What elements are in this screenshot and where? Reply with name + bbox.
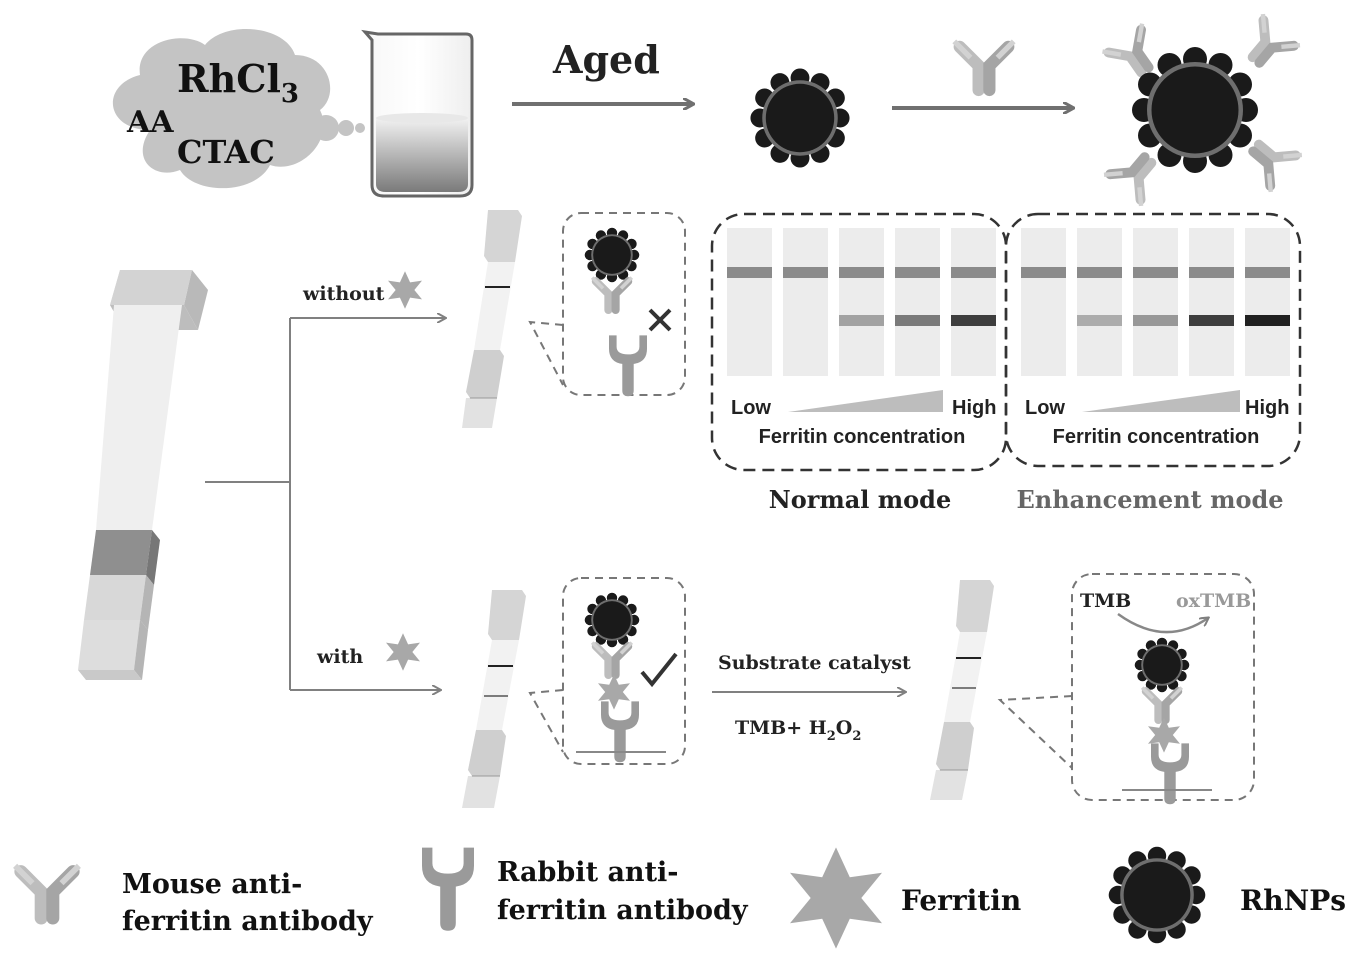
test-line bbox=[895, 315, 940, 326]
tmb-label: TMB bbox=[1080, 590, 1131, 612]
callout-catalysis: TMB oxTMB bbox=[997, 573, 1255, 805]
legend-rabbit-line1: Rabbit anti- bbox=[497, 857, 679, 888]
reagent-ctac: CTAC bbox=[177, 133, 275, 171]
concentration-wedge bbox=[1082, 390, 1240, 412]
result-strip bbox=[1189, 228, 1234, 376]
control-line bbox=[1133, 267, 1178, 278]
result-strip bbox=[1133, 228, 1178, 376]
legend-mouse-line1: Mouse anti- bbox=[122, 869, 302, 900]
oxtmb-label: oxTMB bbox=[1176, 590, 1251, 612]
result-strip bbox=[1021, 228, 1066, 376]
mouse-antibody-icon bbox=[15, 866, 79, 918]
ferritin-legend-icon bbox=[790, 847, 882, 949]
result-strip bbox=[1245, 228, 1290, 376]
result-strip bbox=[951, 228, 996, 376]
branch-connector bbox=[205, 318, 445, 690]
legend-rhnps: RhNPs bbox=[1240, 884, 1346, 917]
antibody-conjugated-rhnp bbox=[1102, 14, 1301, 206]
lateral-flow-strip-main bbox=[78, 270, 208, 680]
aged-label: Aged bbox=[552, 37, 660, 82]
cross-icon bbox=[648, 308, 672, 332]
strip-with-ferritin bbox=[462, 590, 526, 808]
rhnp-particle bbox=[750, 68, 850, 168]
test-line bbox=[1189, 315, 1234, 326]
beaker bbox=[361, 29, 474, 198]
strip-after-catalysis bbox=[930, 580, 994, 800]
legend-ferritin: Ferritin bbox=[901, 884, 1021, 917]
normal-low-label: Low bbox=[731, 397, 771, 419]
tmb-h2o2-label: TMB+ H2O2 bbox=[735, 717, 861, 744]
normal-concentration-label: Ferritin concentration bbox=[759, 426, 966, 448]
result-strip bbox=[895, 228, 940, 376]
normal-mode-title: Normal mode bbox=[769, 485, 951, 514]
enhancement-mode-strips bbox=[1021, 228, 1290, 376]
substrate-catalyst-label: Substrate catalyst bbox=[718, 652, 911, 674]
enhancement-mode-title: Enhancement mode bbox=[1016, 485, 1283, 514]
reagent-aa: AA bbox=[126, 105, 174, 140]
strip-without-ferritin bbox=[462, 210, 522, 428]
result-strip bbox=[783, 228, 828, 376]
control-line bbox=[895, 267, 940, 278]
legend-mouse-line2: ferritin antibody bbox=[122, 906, 374, 937]
result-strip bbox=[1077, 228, 1122, 376]
normal-mode-strips bbox=[727, 228, 996, 376]
reagent-rhcl: RhCl3 bbox=[177, 56, 299, 109]
enhancement-low-label: Low bbox=[1025, 397, 1065, 419]
rabbit-antibody-icon bbox=[422, 847, 474, 931]
legend: Mouse anti- ferritin antibody Rabbit ant… bbox=[15, 846, 1346, 949]
results-panel-normal: Low High Ferritin concentration bbox=[710, 212, 1008, 472]
callout-with bbox=[528, 577, 686, 765]
synthesis-cloud: RhCl3 AA CTAC bbox=[112, 28, 365, 189]
test-line bbox=[951, 315, 996, 326]
control-line bbox=[839, 267, 884, 278]
result-strip bbox=[839, 228, 884, 376]
test-line bbox=[1133, 315, 1178, 326]
test-line bbox=[1077, 315, 1122, 326]
antibody-icon bbox=[954, 41, 1013, 90]
ferritin-star-icon bbox=[388, 271, 422, 309]
control-line bbox=[1189, 267, 1234, 278]
control-line bbox=[1077, 267, 1122, 278]
check-icon bbox=[640, 652, 678, 688]
result-strip bbox=[727, 228, 772, 376]
test-line bbox=[1245, 315, 1290, 326]
normal-high-label: High bbox=[952, 397, 996, 419]
rhnp-legend-icon bbox=[1108, 846, 1206, 944]
control-line bbox=[951, 267, 996, 278]
test-line bbox=[839, 315, 884, 326]
legend-rabbit-line2: ferritin antibody bbox=[497, 895, 749, 926]
concentration-wedge bbox=[788, 390, 943, 412]
control-line bbox=[783, 267, 828, 278]
control-line bbox=[1245, 267, 1290, 278]
enhancement-concentration-label: Ferritin concentration bbox=[1053, 426, 1260, 448]
callout-without bbox=[528, 212, 686, 397]
enhancement-high-label: High bbox=[1245, 397, 1289, 419]
control-line bbox=[1021, 267, 1066, 278]
without-ferritin-label: without bbox=[302, 283, 385, 305]
ferritin-star-icon bbox=[386, 633, 420, 671]
with-ferritin-label: with bbox=[316, 646, 363, 668]
results-panel-enhancement: Low High Ferritin concentration bbox=[1004, 212, 1302, 468]
control-line bbox=[727, 267, 772, 278]
